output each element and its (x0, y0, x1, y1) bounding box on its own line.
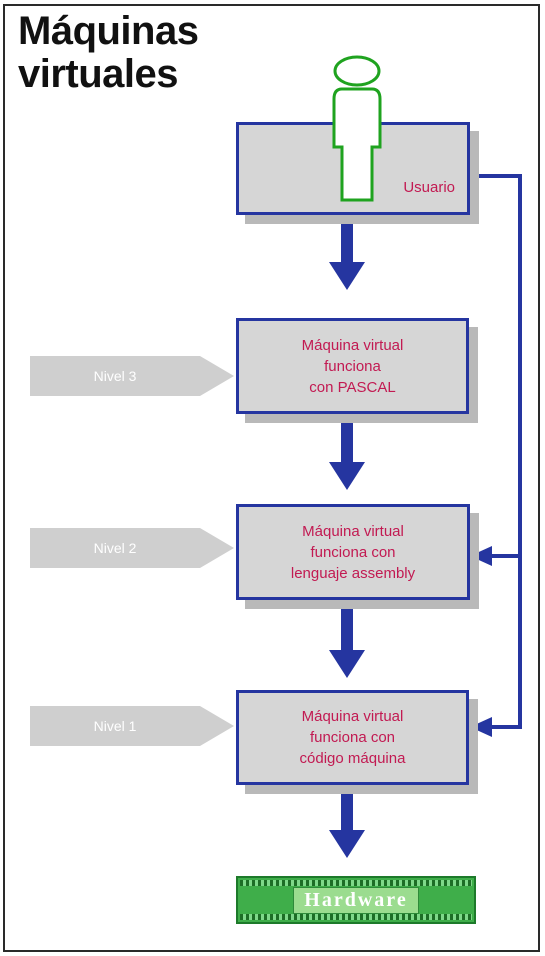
hardware-pins-top (240, 880, 472, 886)
level-3-marker: Nivel 3 (30, 356, 234, 396)
hardware-pins-bottom (240, 914, 472, 920)
level-2-marker: Nivel 2 (30, 528, 234, 568)
machine-code-line-1: Máquina virtual (301, 708, 404, 725)
machine-code-line-3: código máquina (299, 750, 406, 767)
machine-box-pascal: Máquina virtual funciona con PASCAL (236, 318, 469, 414)
level-3-arrow-tip (200, 356, 234, 396)
level-1-arrow-tip (200, 706, 234, 746)
machine-pascal-line-2: funciona (324, 357, 381, 375)
machine-box-assembly: Máquina virtual funciona con lenguaje as… (236, 504, 470, 600)
person-icon (332, 55, 382, 202)
machine-code-line-2: funciona con (309, 729, 396, 746)
machine-assembly-line-2: funciona con (310, 543, 396, 561)
machine-pascal-line-1: Máquina virtual (301, 336, 404, 354)
level-2-arrow-tip (200, 528, 234, 568)
level-1-marker: Nivel 1 (30, 706, 234, 746)
machine-pascal-line-3: con PASCAL (309, 378, 396, 396)
level-3-label: Nivel 3 (30, 356, 200, 396)
machine-box-machine-code: Máquina virtual funciona con código máqu… (236, 690, 469, 785)
level-2-label: Nivel 2 (30, 528, 200, 568)
user-label: Usuario (403, 179, 455, 196)
machine-assembly-line-1: Máquina virtual (302, 522, 404, 540)
level-1-label: Nivel 1 (30, 706, 200, 746)
title-line-2: virtuales (18, 52, 179, 96)
title-line-1: Máquinas (18, 9, 199, 53)
hardware-block: Hardware (236, 876, 476, 924)
figure-title: Máquinas virtuales (18, 9, 199, 96)
hardware-label: Hardware (293, 886, 419, 914)
machine-assembly-line-3: lenguaje assembly (290, 564, 416, 582)
